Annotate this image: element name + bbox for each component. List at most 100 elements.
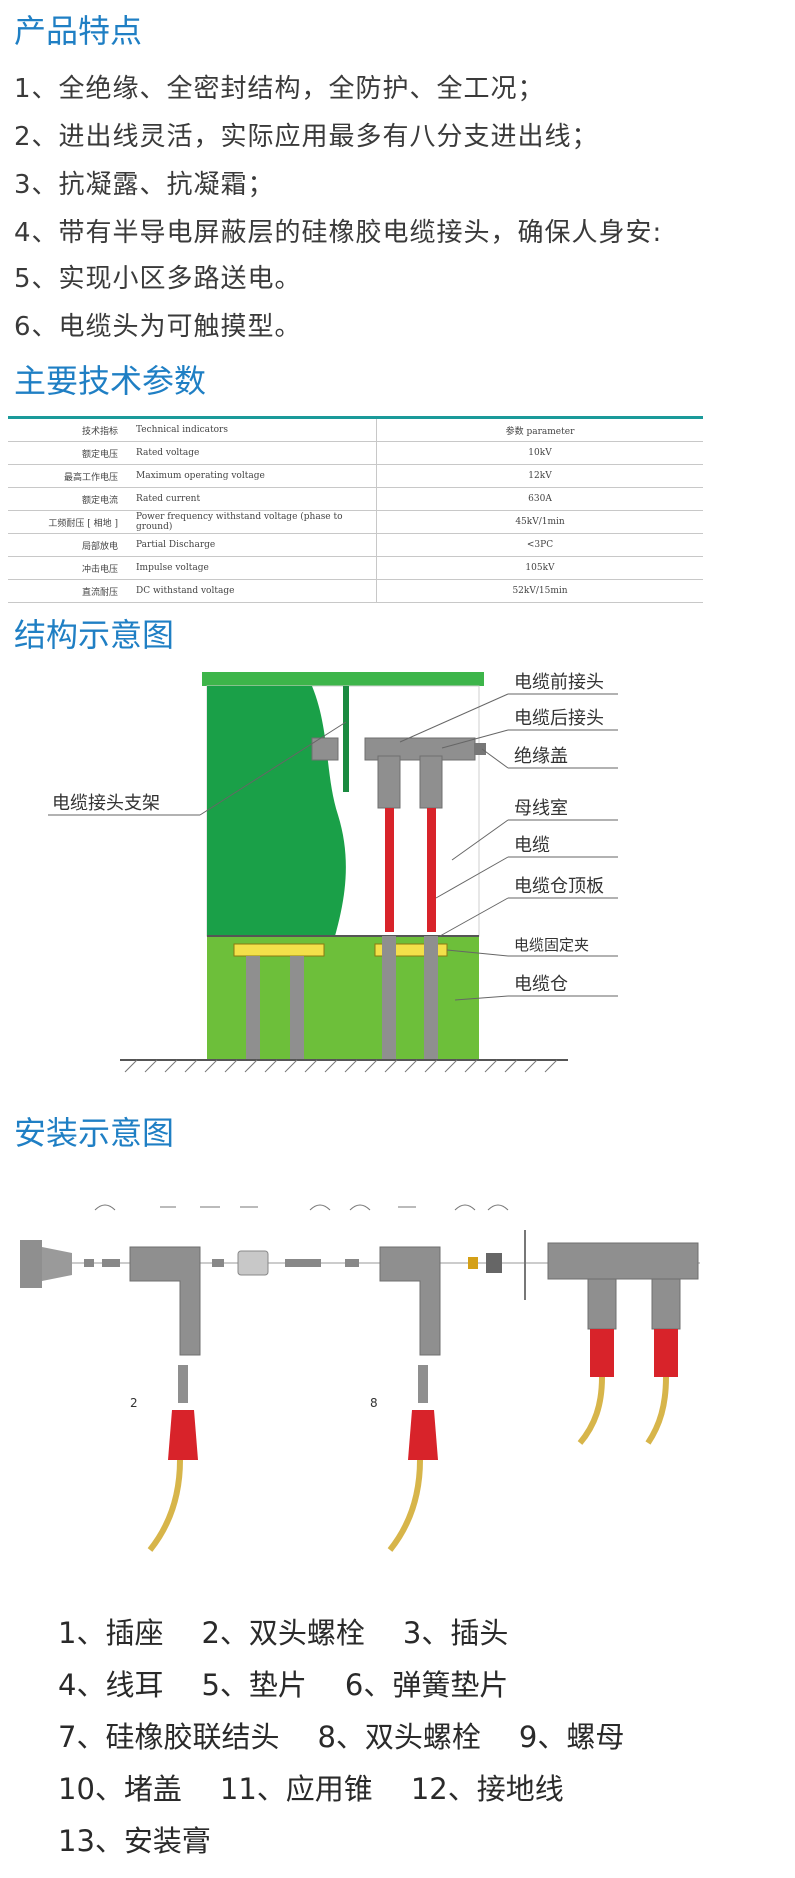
bolt [84,1259,94,1267]
table-row: 直流耐压 DC withstand voltage 52kV/15min [8,579,703,603]
table-header-row: 技术指标 Technical indicators 参数 parameter [8,416,703,442]
label-busbar-room: 母线室 [514,798,568,819]
row-en: Rated voltage [136,441,377,465]
row-zh: 额定电流 [8,487,136,511]
structure-heading: 结构示意图 [14,616,175,654]
row-en: Partial Discharge [136,533,377,557]
row-zh: 工频耐压 [ 相地 ] [8,510,136,534]
cable-red [427,808,436,932]
cabinet-green-panel [207,686,346,936]
cabinet-roof [202,672,484,686]
cable-lug [418,1365,428,1403]
table-row: 额定电压 Rated voltage 10kV [8,441,703,465]
table-row: 工频耐压 [ 相地 ] Power frequency withstand vo… [8,510,703,534]
nut [468,1257,478,1269]
cable-gray [424,936,438,1060]
legend-item: 7、硅橡胶联结头 [58,1720,280,1754]
assembled-plug [651,1278,681,1330]
washer [212,1259,224,1267]
cable-gray [290,956,304,1060]
row-en: Power frequency withstand voltage (phase… [136,510,377,534]
assembly-mark: 8 [370,1396,378,1410]
cable-red [385,808,394,932]
row-en: Rated current [136,487,377,511]
stress-cone [408,1410,438,1460]
assembled-connector-bar [547,1242,699,1280]
fixing-clamp [233,943,325,957]
feature-item: 1、全绝缘、全密封结构，全防护、全工况； [14,74,545,104]
ground-wire [645,1376,669,1445]
label-cable: 电缆 [514,835,550,856]
cable-lug [178,1365,188,1403]
assembled-cone [590,1329,614,1377]
label-fixing-clamp: 电缆固定夹 [514,936,589,954]
table-row: 额定电流 Rated current 630A [8,487,703,511]
plug-left [129,1246,201,1356]
row-value: 630A [376,487,703,511]
legend-item: 1、插座 [58,1616,164,1650]
install-diagram: 2 8 [20,1204,700,1552]
row-en: DC withstand voltage [136,579,377,603]
legend-item: 13、安装膏 [58,1824,211,1858]
rear-connector-body [419,755,443,809]
assembled-cone [654,1329,678,1377]
header-value: 参数 parameter [376,416,703,442]
insulating-cap [474,743,486,755]
legend-item: 6、弹簧垫片 [344,1668,509,1702]
ground-wire [147,1459,183,1552]
features-heading: 产品特点 [14,12,143,50]
row-value: 10kV [376,441,703,465]
assembled-plug [587,1278,617,1330]
feature-item: 2、进出线灵活，实际应用最多有八分支进出线； [14,122,599,152]
socket-cone [42,1247,72,1281]
legend-item: 8、双头螺栓 [317,1720,481,1754]
row-value: <3PC [376,533,703,557]
structure-diagram: 电缆前接头 电缆后接头 绝缘盖 母线室 电缆 电缆仓顶板 电缆固定夹 电缆仓 电… [48,672,618,1073]
row-value: 105kV [376,556,703,580]
row-zh: 额定电压 [8,441,136,465]
cable-gray [382,936,396,1060]
row-en: Maximum operating voltage [136,464,377,488]
ground-wire [387,1459,423,1552]
legend-item: 4、线耳 [58,1668,164,1702]
legend-row: 4、线耳 5、垫片 6、弹簧垫片 [58,1662,546,1704]
ground-wire [577,1376,605,1445]
table-row: 局部放电 Partial Discharge <3PC [8,533,703,557]
row-value: 45kV/1min [376,510,703,534]
install-heading: 安装示意图 [14,1114,175,1152]
label-support: 电缆接头支架 [52,793,160,814]
legend-item: 9、螺母 [518,1720,625,1754]
label-insulating-cap: 绝缘盖 [514,746,568,767]
row-zh: 最高工作电压 [8,464,136,488]
label-front-joint: 电缆前接头 [514,672,604,693]
feature-item: 5、实现小区多路送电。 [14,264,302,294]
legend-item: 2、双头螺栓 [201,1616,365,1650]
legend-row: 13、安装膏 [58,1818,249,1860]
leader-lines [48,693,618,1001]
params-heading: 主要技术参数 [14,362,207,400]
assembly-mark: 2 [130,1396,138,1410]
header-en: Technical indicators [136,416,377,442]
stress-cone [168,1410,198,1460]
legend-item: 12、接地线 [410,1772,564,1806]
ground-hatch [124,1059,558,1073]
legend-item: 3、插头 [402,1616,509,1650]
front-connector-body [377,755,401,809]
row-zh: 局部放电 [8,533,136,557]
bolt [102,1259,120,1267]
legend-row: 1、插座 2、双头螺栓 3、插头 [58,1610,546,1652]
table-row: 冲击电压 Impulse voltage 105kV [8,556,703,580]
legend-item: 10、堵盖 [58,1772,182,1806]
feature-item: 4、带有半导电屏蔽层的硅橡胶电缆接头，确保人身安: [14,218,663,248]
params-table: 技术指标 Technical indicators 参数 parameter 额… [8,416,703,603]
legend-row: 7、硅橡胶联结头 8、双头螺栓 9、螺母 [58,1714,662,1756]
plug-middle [379,1246,441,1356]
rotation-arrows [94,1204,509,1211]
legend-item: 5、垫片 [201,1668,307,1702]
header-zh: 技术指标 [8,416,136,442]
row-value: 12kV [376,464,703,488]
feature-item: 6、电缆头为可触摸型。 [14,312,302,342]
silicone-coupler [237,1250,269,1276]
row-en: Impulse voltage [136,556,377,580]
